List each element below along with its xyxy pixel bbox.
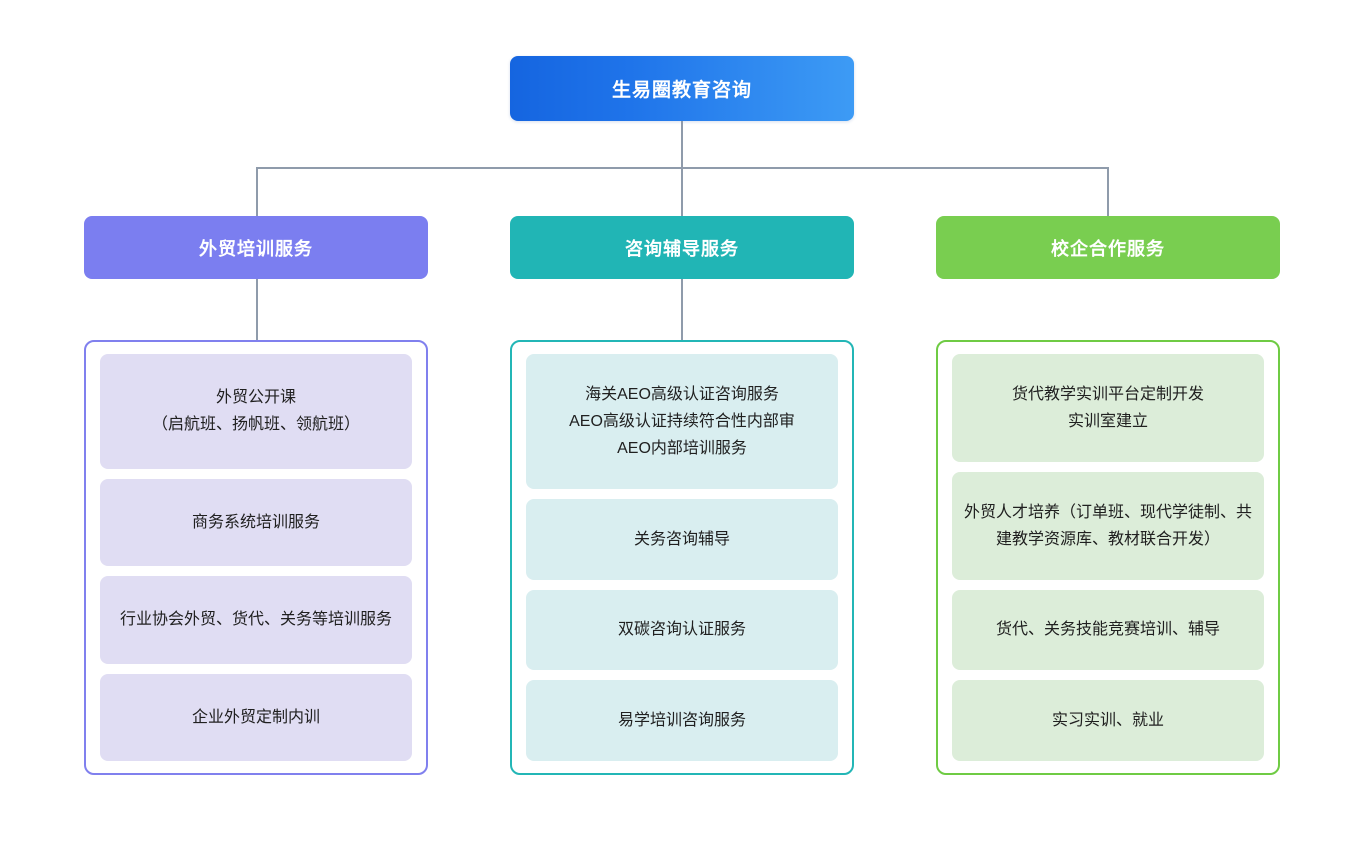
connector-root-down xyxy=(681,121,683,168)
list-item[interactable]: 外贸人才培养（订单班、现代学徒制、共建教学资源库、教材联合开发） xyxy=(952,471,1264,580)
branch-header-foreign-trade-training[interactable]: 外贸培训服务 xyxy=(84,216,428,279)
connector-branch-1-down xyxy=(681,167,683,216)
list-item[interactable]: 易学培训咨询服务 xyxy=(526,680,838,761)
list-item[interactable]: 实习实训、就业 xyxy=(952,680,1264,761)
list-item[interactable]: 海关AEO高级认证咨询服务 AEO高级认证持续符合性内部审 AEO内部培训服务 xyxy=(526,354,838,489)
connector-branch-0-down xyxy=(256,167,258,216)
list-item[interactable]: 行业协会外贸、货代、关务等培训服务 xyxy=(100,576,412,664)
list-item[interactable]: 外贸公开课 （启航班、扬帆班、领航班） xyxy=(100,354,412,469)
connector-header-1-to-items xyxy=(681,279,683,340)
list-item[interactable]: 商务系统培训服务 xyxy=(100,478,412,566)
list-item[interactable]: 货代教学实训平台定制开发 实训室建立 xyxy=(952,354,1264,462)
root-node[interactable]: 生易圈教育咨询 xyxy=(510,56,854,121)
list-item[interactable]: 关务咨询辅导 xyxy=(526,498,838,580)
items-container-consulting-tutoring: 海关AEO高级认证咨询服务 AEO高级认证持续符合性内部审 AEO内部培训服务 … xyxy=(510,340,854,775)
connector-branch-2-down xyxy=(1107,167,1109,216)
branch-header-label: 咨询辅导服务 xyxy=(625,238,739,259)
items-container-school-enterprise: 货代教学实训平台定制开发 实训室建立 外贸人才培养（订单班、现代学徒制、共建教学… xyxy=(936,340,1280,775)
list-item[interactable]: 双碳咨询认证服务 xyxy=(526,589,838,671)
root-node-label: 生易圈教育咨询 xyxy=(611,80,752,101)
branch-header-school-enterprise[interactable]: 校企合作服务 xyxy=(936,216,1280,279)
branch-header-label: 外贸培训服务 xyxy=(199,238,313,259)
items-container-foreign-trade-training: 外贸公开课 （启航班、扬帆班、领航班） 商务系统培训服务 行业协会外贸、货代、关… xyxy=(84,340,428,775)
list-item[interactable]: 企业外贸定制内训 xyxy=(100,673,412,761)
branch-header-label: 校企合作服务 xyxy=(1051,238,1165,259)
branch-header-consulting-tutoring[interactable]: 咨询辅导服务 xyxy=(510,216,854,279)
connector-header-0-to-items xyxy=(256,279,258,340)
list-item[interactable]: 货代、关务技能竞赛培训、辅导 xyxy=(952,589,1264,671)
